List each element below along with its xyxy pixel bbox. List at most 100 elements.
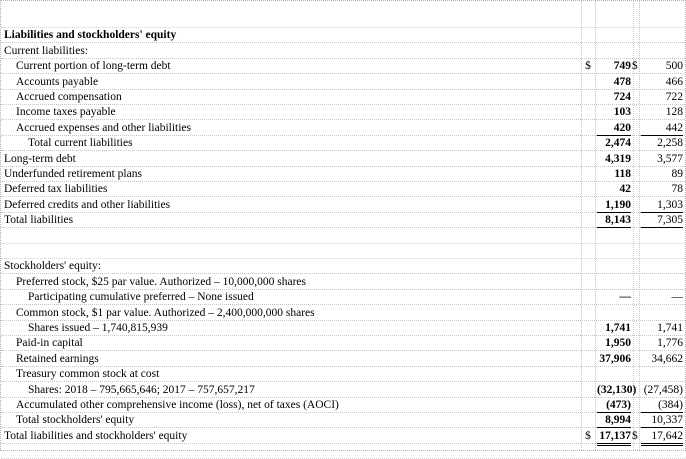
table-row: Treasury common stock at cost bbox=[1, 367, 686, 383]
value-2018: 724 bbox=[613, 91, 631, 103]
row-label: Treasury common stock at cost bbox=[16, 368, 160, 381]
row-label: Deferred credits and other liabilities bbox=[4, 198, 171, 211]
grid-line bbox=[581, 1, 582, 450]
value-2017: 34,662 bbox=[651, 352, 683, 365]
value-2018: (32,130) bbox=[597, 383, 637, 396]
value-2017: (384) bbox=[641, 398, 683, 413]
value-2017: 78 bbox=[671, 183, 684, 196]
value-2018: 1,950 bbox=[605, 337, 631, 350]
row-label: Shares: 2018 – 795,665,646; 2017 – 757,6… bbox=[28, 383, 255, 396]
row-label: Accumulated other comprehensive income (… bbox=[16, 399, 339, 411]
table-row: Accrued expenses and other liabilities 42… bbox=[1, 121, 686, 136]
table-row: Deferred credits and other liabilities 1,… bbox=[1, 198, 686, 213]
table-row: Deferred tax liabilities 42 78 bbox=[1, 182, 686, 198]
value-2018: 1,741 bbox=[605, 322, 631, 334]
blank-row bbox=[1, 244, 686, 259]
table-row: Accumulated other comprehensive income (… bbox=[1, 398, 686, 413]
table-row: Shares issued – 1,740,815,939 1,741 1,741 bbox=[1, 321, 686, 336]
row-label: Participating cumulative preferred – Non… bbox=[28, 291, 254, 304]
row-label: Deferred tax liabilities bbox=[4, 183, 108, 196]
table-row: Long-term debt 4,319 3,577 bbox=[1, 152, 686, 167]
value-2017: 3,577 bbox=[657, 152, 683, 165]
table-row: Participating cumulative preferred – Non… bbox=[1, 290, 686, 306]
value-2018: 37,906 bbox=[599, 352, 631, 365]
table-row: Liabilities and stockholders' equity bbox=[1, 28, 686, 44]
row-label: Shares issued – 1,740,815,939 bbox=[28, 322, 168, 334]
value-2017: 17,642 bbox=[641, 429, 683, 446]
value-2017: — bbox=[671, 291, 684, 304]
value-2017: 89 bbox=[671, 168, 684, 180]
value-2018: 1,190 bbox=[597, 198, 631, 213]
value-2018: 749 bbox=[613, 60, 631, 73]
row-label: Accrued compensation bbox=[16, 91, 122, 103]
table-row: Stockholders' equity: bbox=[1, 259, 686, 275]
value-2017: 1,776 bbox=[657, 337, 683, 350]
table-row: Paid-in capital 1,950 1,776 bbox=[1, 336, 686, 352]
table-row: Total liabilities and stockholders' equi… bbox=[1, 429, 686, 446]
row-label: Stockholders' equity: bbox=[4, 260, 101, 273]
value-2017: 2,258 bbox=[657, 137, 683, 150]
row-label: Accrued expenses and other liabilities bbox=[16, 121, 191, 134]
row-label: Total stockholders' equity bbox=[16, 414, 135, 427]
row-label: Long-term debt bbox=[4, 152, 76, 165]
currency-symbol: $ bbox=[585, 429, 591, 442]
blank-row bbox=[1, 444, 686, 459]
row-label: Total current liabilities bbox=[28, 137, 133, 150]
row-label: Accounts payable bbox=[16, 75, 99, 88]
grid-line bbox=[639, 1, 640, 450]
row-label: Common stock, $1 par value. Authorized –… bbox=[16, 306, 315, 319]
table-row: Accounts payable 478 466 bbox=[1, 75, 686, 90]
row-label: Underfunded retirement plans bbox=[4, 168, 142, 180]
table-row: Shares: 2018 – 795,665,646; 2017 – 757,6… bbox=[1, 383, 686, 398]
value-2018: 420 bbox=[597, 121, 631, 136]
table-row: Total stockholders' equity 8,994 10,337 bbox=[1, 413, 686, 429]
value-2018: 2,474 bbox=[605, 137, 631, 150]
row-label: Current portion of long-term debt bbox=[16, 60, 171, 73]
value-2018: 17,137 bbox=[597, 429, 631, 446]
currency-symbol: $ bbox=[632, 60, 638, 73]
value-2018: 478 bbox=[613, 75, 631, 88]
blank-row bbox=[1, 229, 686, 244]
value-2017: 722 bbox=[665, 91, 683, 103]
table-row: Common stock, $1 par value. Authorized –… bbox=[1, 306, 686, 321]
table-row: Total current liabilities 2,474 2,258 bbox=[1, 136, 686, 152]
value-2018: 103 bbox=[613, 106, 631, 119]
value-2018: 118 bbox=[614, 168, 631, 180]
value-2017: 1,741 bbox=[657, 322, 683, 334]
value-2018: 8,994 bbox=[597, 413, 631, 429]
value-2017: 466 bbox=[665, 75, 683, 88]
row-label: Total liabilities bbox=[4, 214, 74, 227]
value-2018: 42 bbox=[619, 183, 632, 196]
row-label: Paid-in capital bbox=[16, 337, 83, 350]
table-row: Retained earnings 37,906 34,662 bbox=[1, 352, 686, 367]
value-2017: (27,458) bbox=[643, 383, 683, 396]
row-label: Liabilities and stockholders' equity bbox=[4, 29, 177, 42]
row-label: Retained earnings bbox=[16, 352, 99, 365]
blank-row bbox=[1, 13, 686, 28]
value-2018: 8,143 bbox=[597, 213, 631, 229]
grid-line bbox=[595, 1, 596, 450]
table-row: Current portion of long-term debt$749$50… bbox=[1, 59, 686, 75]
table-row: Income taxes payable 103 128 bbox=[1, 105, 686, 121]
table-row: Current liabilities: bbox=[1, 44, 686, 59]
row-label: Total liabilities and stockholders' equi… bbox=[4, 429, 188, 442]
table-row: Preferred stock, $25 par value. Authoriz… bbox=[1, 275, 686, 290]
value-2017: 442 bbox=[641, 121, 683, 136]
row-label: Current liabilities: bbox=[4, 44, 88, 57]
row-label: Preferred stock, $25 par value. Authoriz… bbox=[16, 275, 306, 288]
currency-symbol: $ bbox=[585, 60, 591, 73]
value-2018: (473) bbox=[597, 398, 631, 413]
grid-line bbox=[633, 1, 634, 450]
value-2017: 10,337 bbox=[641, 413, 683, 429]
value-2017: 128 bbox=[665, 106, 683, 119]
currency-symbol: $ bbox=[632, 429, 638, 442]
value-2017: 500 bbox=[665, 60, 683, 73]
row-label: Income taxes payable bbox=[16, 106, 116, 119]
value-2017: 1,303 bbox=[641, 198, 683, 213]
table-row: Underfunded retirement plans 118 89 bbox=[1, 167, 686, 182]
table-row: Accrued compensation 724 722 bbox=[1, 90, 686, 105]
value-2018: — bbox=[619, 291, 632, 304]
value-2018: 4,319 bbox=[605, 152, 631, 165]
